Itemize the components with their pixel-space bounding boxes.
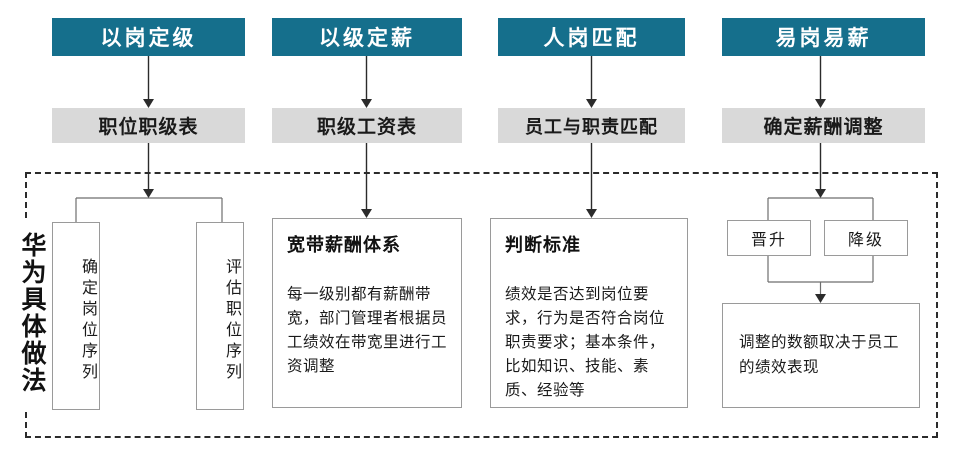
detail-title-2: 宽带薪酬体系 xyxy=(287,235,401,255)
column-subheader-3[interactable]: 员工与职责匹配 xyxy=(498,108,685,143)
detail-vertical-item-1b[interactable]: 评估职位序列 xyxy=(196,222,244,410)
detail-vertical-item-1a[interactable]: 确定岗位序列 xyxy=(52,222,100,410)
side-label-huawei-practice: 华为具体做法 xyxy=(14,218,48,408)
branch-item-promote[interactable]: 晋升 xyxy=(727,220,811,256)
detail-result-body-4: 调整的数额取决于员工的绩效表现 xyxy=(739,334,900,376)
column-header-2[interactable]: 以级定薪 xyxy=(272,18,462,56)
detail-title-3: 判断标准 xyxy=(505,235,581,255)
branch-item-demote[interactable]: 降级 xyxy=(824,220,908,256)
detail-body-2: 每一级别都有薪酬带宽，部门管理者根据员工绩效在带宽里进行工资调整 xyxy=(287,286,448,376)
column-header-1[interactable]: 以岗定级 xyxy=(52,18,245,56)
column-subheader-2[interactable]: 职级工资表 xyxy=(272,108,462,143)
detail-body-3: 绩效是否达到岗位要求，行为是否符合岗位职责要求；基本条件，比如知识、技能、素质、… xyxy=(505,286,666,400)
column-subheader-4[interactable]: 确定薪酬调整 xyxy=(722,108,925,143)
column-subheader-1[interactable]: 职位职级表 xyxy=(52,108,245,143)
column-header-4[interactable]: 易岗易薪 xyxy=(722,18,925,56)
detail-result-box-4[interactable]: 调整的数额取决于员工的绩效表现 xyxy=(722,303,920,408)
detail-box-2[interactable]: 宽带薪酬体系 每一级别都有薪酬带宽，部门管理者根据员工绩效在带宽里进行工资调整 xyxy=(272,218,462,408)
column-header-3[interactable]: 人岗匹配 xyxy=(498,18,685,56)
detail-box-3[interactable]: 判断标准 绩效是否达到岗位要求，行为是否符合岗位职责要求；基本条件，比如知识、技… xyxy=(490,218,688,408)
